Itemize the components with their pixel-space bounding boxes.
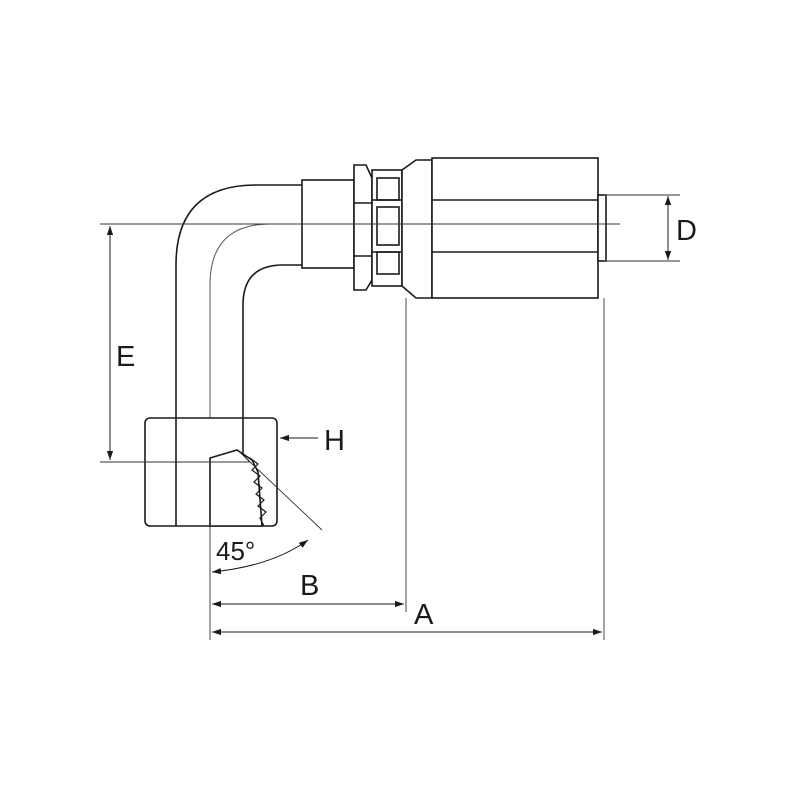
fitting-body [301, 157, 607, 299]
center-lines [100, 194, 680, 640]
label-a: A [414, 599, 434, 631]
dimension-lines [106, 196, 672, 636]
label-d: D [676, 215, 697, 247]
dim-angle-arc [211, 539, 309, 575]
label-h: H [324, 425, 345, 457]
label-b: B [300, 570, 319, 602]
swivel-nut [144, 417, 278, 527]
elbow-tube [175, 184, 302, 418]
label-angle: 45° [216, 536, 255, 566]
label-e: E [116, 341, 135, 373]
